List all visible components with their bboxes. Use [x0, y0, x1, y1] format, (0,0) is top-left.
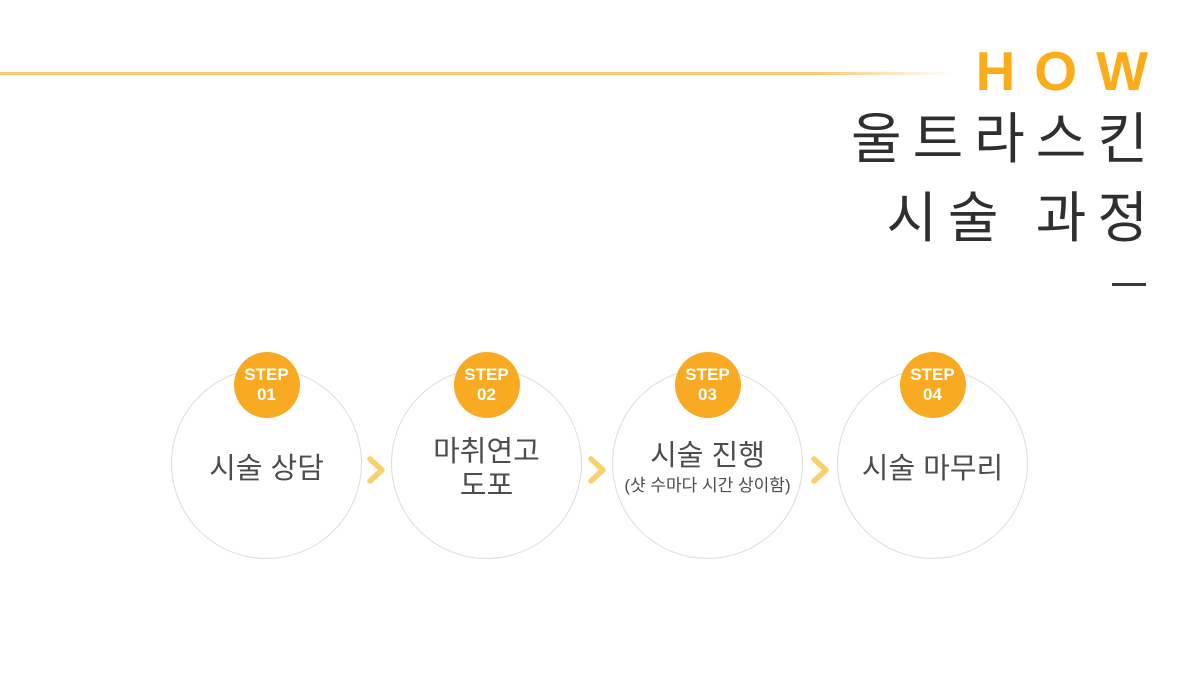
chevron-right-icon	[587, 455, 609, 485]
chevron-right-icon	[810, 455, 832, 485]
divider-line	[0, 72, 952, 75]
badge-step-text: STEP	[464, 365, 509, 384]
step-label-line: 도포	[459, 469, 514, 502]
step-badge: STEP 01	[233, 352, 300, 418]
page-title-line2: 시술 과정	[886, 187, 1159, 249]
step-label: 시술 마무리	[838, 369, 1027, 558]
step-badge: STEP 04	[899, 352, 966, 418]
badge-step-number: 01	[257, 385, 276, 404]
step-label-line: 마취연고	[433, 435, 540, 468]
step-label: 마취연고 도포	[392, 369, 581, 558]
badge-step-number: 04	[923, 385, 942, 404]
page-title-line1: 울트라스킨	[850, 108, 1159, 170]
step-badge: STEP 02	[453, 352, 520, 418]
step-label: 시술 진행 (샷 수마다 시간 상이함)	[613, 369, 802, 558]
how-kicker: HOW	[975, 40, 1167, 102]
badge-step-number: 03	[698, 385, 717, 404]
badge-step-text: STEP	[910, 365, 955, 384]
step-label-line: 시술 진행	[650, 440, 765, 472]
badge-step-number: 02	[477, 385, 496, 404]
step-label: 시술 상담	[172, 369, 361, 558]
chevron-right-icon	[366, 455, 388, 485]
step-circle-4: STEP 04 시술 마무리	[837, 352, 1028, 559]
step-label-line: 시술 상담	[209, 452, 324, 485]
step-circle-3: STEP 03 시술 진행 (샷 수마다 시간 상이함)	[612, 352, 803, 559]
step-label-line: 시술 마무리	[861, 452, 1004, 485]
title-dash	[1112, 283, 1146, 286]
step-badge: STEP 03	[674, 352, 741, 418]
step-note: (샷 수마다 시간 상이함)	[624, 476, 791, 495]
step-circle-1: STEP 01 시술 상담	[171, 352, 362, 559]
badge-step-text: STEP	[244, 365, 289, 384]
page-header: HOW 울트라스킨 시술 과정	[851, 42, 1148, 258]
badge-step-text: STEP	[685, 365, 730, 384]
step-circle-2: STEP 02 마취연고 도포	[391, 352, 582, 559]
